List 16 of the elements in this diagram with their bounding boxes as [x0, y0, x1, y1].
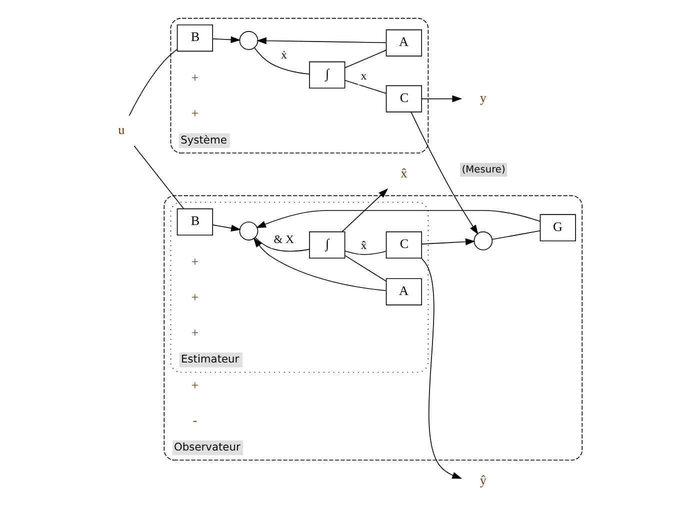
node-text: x̂: [400, 165, 408, 180]
edge-label: ẋ: [281, 49, 287, 62]
label: +: [191, 70, 199, 86]
label: +: [191, 254, 199, 270]
label: +: [191, 377, 199, 392]
node-text: ŷ: [480, 472, 486, 488]
label: +: [191, 289, 199, 304]
label: (Mesure): [462, 164, 506, 176]
label: +: [191, 106, 199, 121]
label: -: [192, 412, 198, 428]
node-text: u: [118, 122, 125, 137]
node-text: y: [480, 90, 486, 105]
label: +: [191, 324, 199, 340]
edge-label: x: [360, 70, 367, 83]
edge-label: & X: [274, 234, 294, 246]
edge-label: x̂: [360, 240, 367, 252]
